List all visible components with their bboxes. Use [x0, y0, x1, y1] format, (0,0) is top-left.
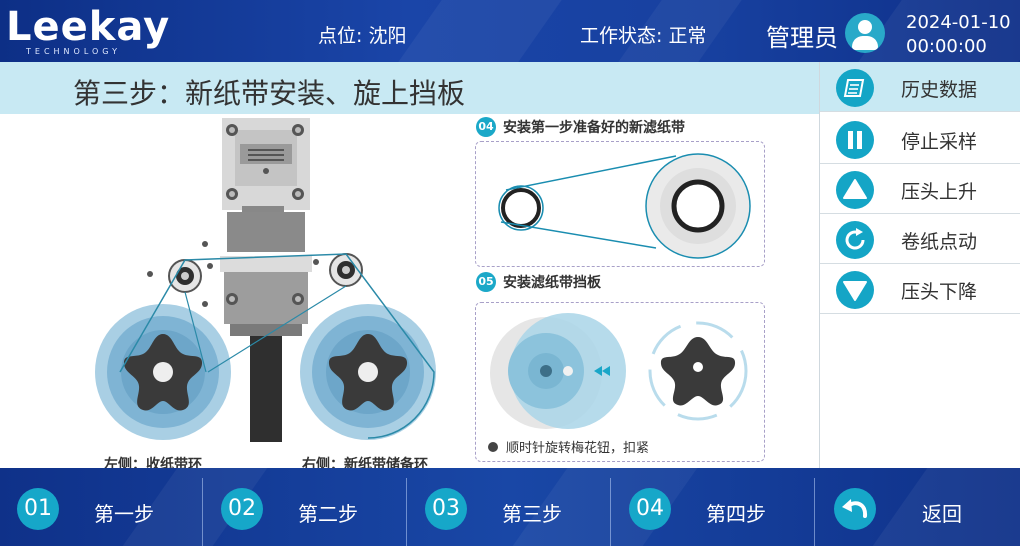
- step-4-number: 04: [629, 488, 671, 530]
- page-title: 第三步：新纸带安装、旋上挡板: [73, 77, 466, 110]
- triangle-up-icon: [836, 171, 874, 209]
- step-2-number: 02: [221, 488, 263, 530]
- header-bar: Leekay TECHNOLOGY 点位: 沈阳 工作状态: 正常 管理员 20…: [0, 0, 1020, 62]
- refresh-icon: [836, 221, 874, 259]
- back-label: 返回: [922, 502, 962, 526]
- sidebar-item-paper-jog[interactable]: 卷纸点动: [820, 214, 1020, 264]
- step-04-illustration-box: [475, 141, 765, 267]
- logo-subtitle: TECHNOLOGY: [26, 47, 121, 56]
- sidebar-item-label: 压头下降: [901, 281, 978, 303]
- step-05-text: 安装滤纸带挡板: [503, 275, 601, 291]
- location-label: 点位: 沈阳: [318, 25, 407, 47]
- logo-text: Leekay: [6, 4, 171, 50]
- step-3-label: 第三步: [502, 502, 562, 526]
- bullet-dot: [488, 442, 498, 452]
- sidebar-item-head-up[interactable]: 压头上升: [820, 164, 1020, 214]
- work-status-label: 工作状态: 正常: [580, 25, 707, 47]
- sidebar-item-stop-sampling[interactable]: 停止采样: [820, 114, 1020, 164]
- datetime-display: 2024-01-10 00:00:00: [906, 11, 1011, 59]
- bottom-nav-bar: 01 第一步 02 第二步 03 第三步 04 第四步 返回: [0, 468, 1020, 546]
- step-04-text: 安装第一步准备好的新滤纸带: [503, 120, 685, 136]
- step-05-note: 顺时针旋转梅花钮，扣紧: [506, 441, 650, 456]
- step-2-button[interactable]: 02 第二步: [204, 476, 406, 546]
- step-4-label: 第四步: [706, 502, 766, 526]
- pause-icon: [836, 121, 874, 159]
- history-icon: [836, 69, 874, 107]
- sidebar-panel: 历史数据 停止采样 压头上升: [819, 62, 1020, 468]
- sidebar-item-history[interactable]: 历史数据: [820, 62, 1020, 112]
- sidebar-item-label: 停止采样: [901, 131, 978, 153]
- sidebar-item-label: 卷纸点动: [901, 231, 978, 253]
- step-1-number: 01: [17, 488, 59, 530]
- machine-diagram: [95, 118, 436, 442]
- step-04-badge: 04: [476, 117, 496, 137]
- tape-installation-illustration: [498, 153, 751, 259]
- title-bar: 第三步：新纸带安装、旋上挡板: [0, 62, 819, 114]
- sidebar-item-label: 压头上升: [901, 181, 978, 203]
- date-text: 2024-01-10: [906, 12, 1011, 33]
- back-arrow-icon: [834, 488, 876, 530]
- sidebar-item-head-down[interactable]: 压头下降: [820, 264, 1020, 314]
- step-3-number: 03: [425, 488, 467, 530]
- right-reel-caption: 右侧：新纸带储备环: [302, 457, 428, 468]
- sidebar-item-label: 历史数据: [901, 79, 978, 101]
- step-1-button[interactable]: 01 第一步: [0, 476, 202, 546]
- instruction-area: 左侧：收纸带环 右侧：新纸带储备环 04 安装第一步准备好的新滤纸带 05 安装…: [0, 114, 819, 468]
- user-name[interactable]: 管理员: [766, 24, 838, 52]
- leekay-logo: Leekay TECHNOLOGY: [6, 4, 169, 58]
- step-4-button[interactable]: 04 第四步: [612, 476, 814, 546]
- step-05-badge: 05: [476, 272, 496, 292]
- baffle-installation-illustration: [490, 313, 748, 429]
- step-05-illustration-box: 顺时针旋转梅花钮，扣紧: [475, 302, 765, 462]
- user-avatar-icon[interactable]: [845, 13, 885, 53]
- step-3-button[interactable]: 03 第三步: [408, 476, 610, 546]
- step-2-label: 第二步: [298, 502, 358, 526]
- left-reel-caption: 左侧：收纸带环: [104, 457, 202, 468]
- step-1-label: 第一步: [94, 502, 154, 526]
- triangle-down-icon: [836, 271, 874, 309]
- back-button[interactable]: 返回: [816, 476, 1018, 546]
- time-text: 00:00:00: [906, 36, 987, 57]
